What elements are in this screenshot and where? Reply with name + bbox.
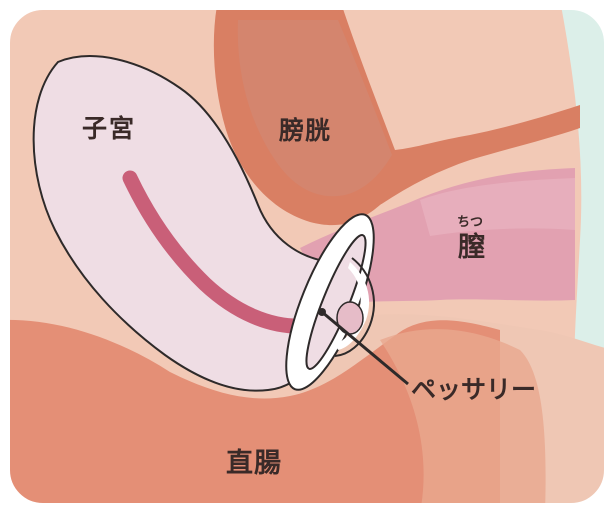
- label-uterus: 子宮: [82, 116, 136, 141]
- label-bladder: 膀胱: [279, 118, 331, 143]
- pessary-pointer-dot: [318, 308, 326, 316]
- label-vagina-reading: ちつ: [457, 216, 483, 229]
- label-pessary: ペッサリー: [411, 377, 536, 402]
- label-rectum: 直腸: [226, 450, 282, 477]
- label-vagina: 膣: [458, 234, 485, 261]
